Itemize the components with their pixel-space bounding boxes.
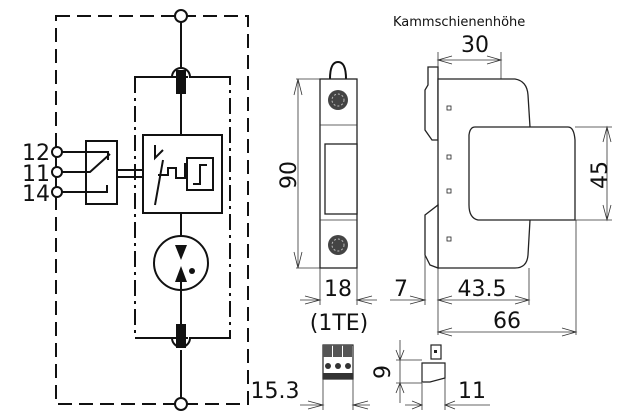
dim-terminal-block-width: 15.3: [251, 379, 300, 404]
terminal-label-14: 14: [22, 182, 50, 207]
dim-clip-depth: 11: [458, 379, 486, 404]
inner-outline: [134, 76, 231, 339]
terminal-label-12: 12: [22, 141, 50, 166]
dim-module-units: (1TE): [310, 311, 369, 336]
dim-depth-to-shoulder: 43.5: [458, 277, 507, 302]
dim-rail-offset: 7: [394, 277, 408, 302]
screw-bottom-icon: [328, 235, 348, 255]
dim-height: 90: [277, 161, 302, 189]
front-view: 90 18 (1TE): [277, 60, 377, 336]
dim-comb-busbar-height: 30: [461, 33, 489, 58]
dim-front-cap-height: 45: [588, 161, 613, 189]
disconnector-box: [142, 134, 223, 214]
dim-total-depth: 66: [493, 309, 521, 334]
clip-detail: 9 11: [371, 340, 490, 410]
screw-top-icon: [328, 90, 348, 110]
circuit-schematic: 12 11 14: [22, 9, 249, 411]
dim-clip-height: 9: [371, 365, 396, 379]
terminal-bottom-icon: [174, 397, 188, 411]
comb-busbar-height-label: Kammschienenhöhe: [393, 15, 525, 30]
fuse-bottom-icon: [176, 324, 186, 348]
front-cap: [468, 126, 576, 221]
terminal-top-icon: [174, 9, 188, 23]
top-bridge: [135, 67, 225, 78]
fuse-top-icon: [176, 70, 186, 94]
dim-width: 18: [324, 277, 352, 302]
terminal-block-detail: 15.3: [251, 344, 370, 410]
module-outline: [55, 15, 249, 405]
side-view: Kammschienenhöhe 30 45 7 43.5 66: [390, 15, 613, 337]
terminal-label-11: 11: [22, 162, 50, 187]
